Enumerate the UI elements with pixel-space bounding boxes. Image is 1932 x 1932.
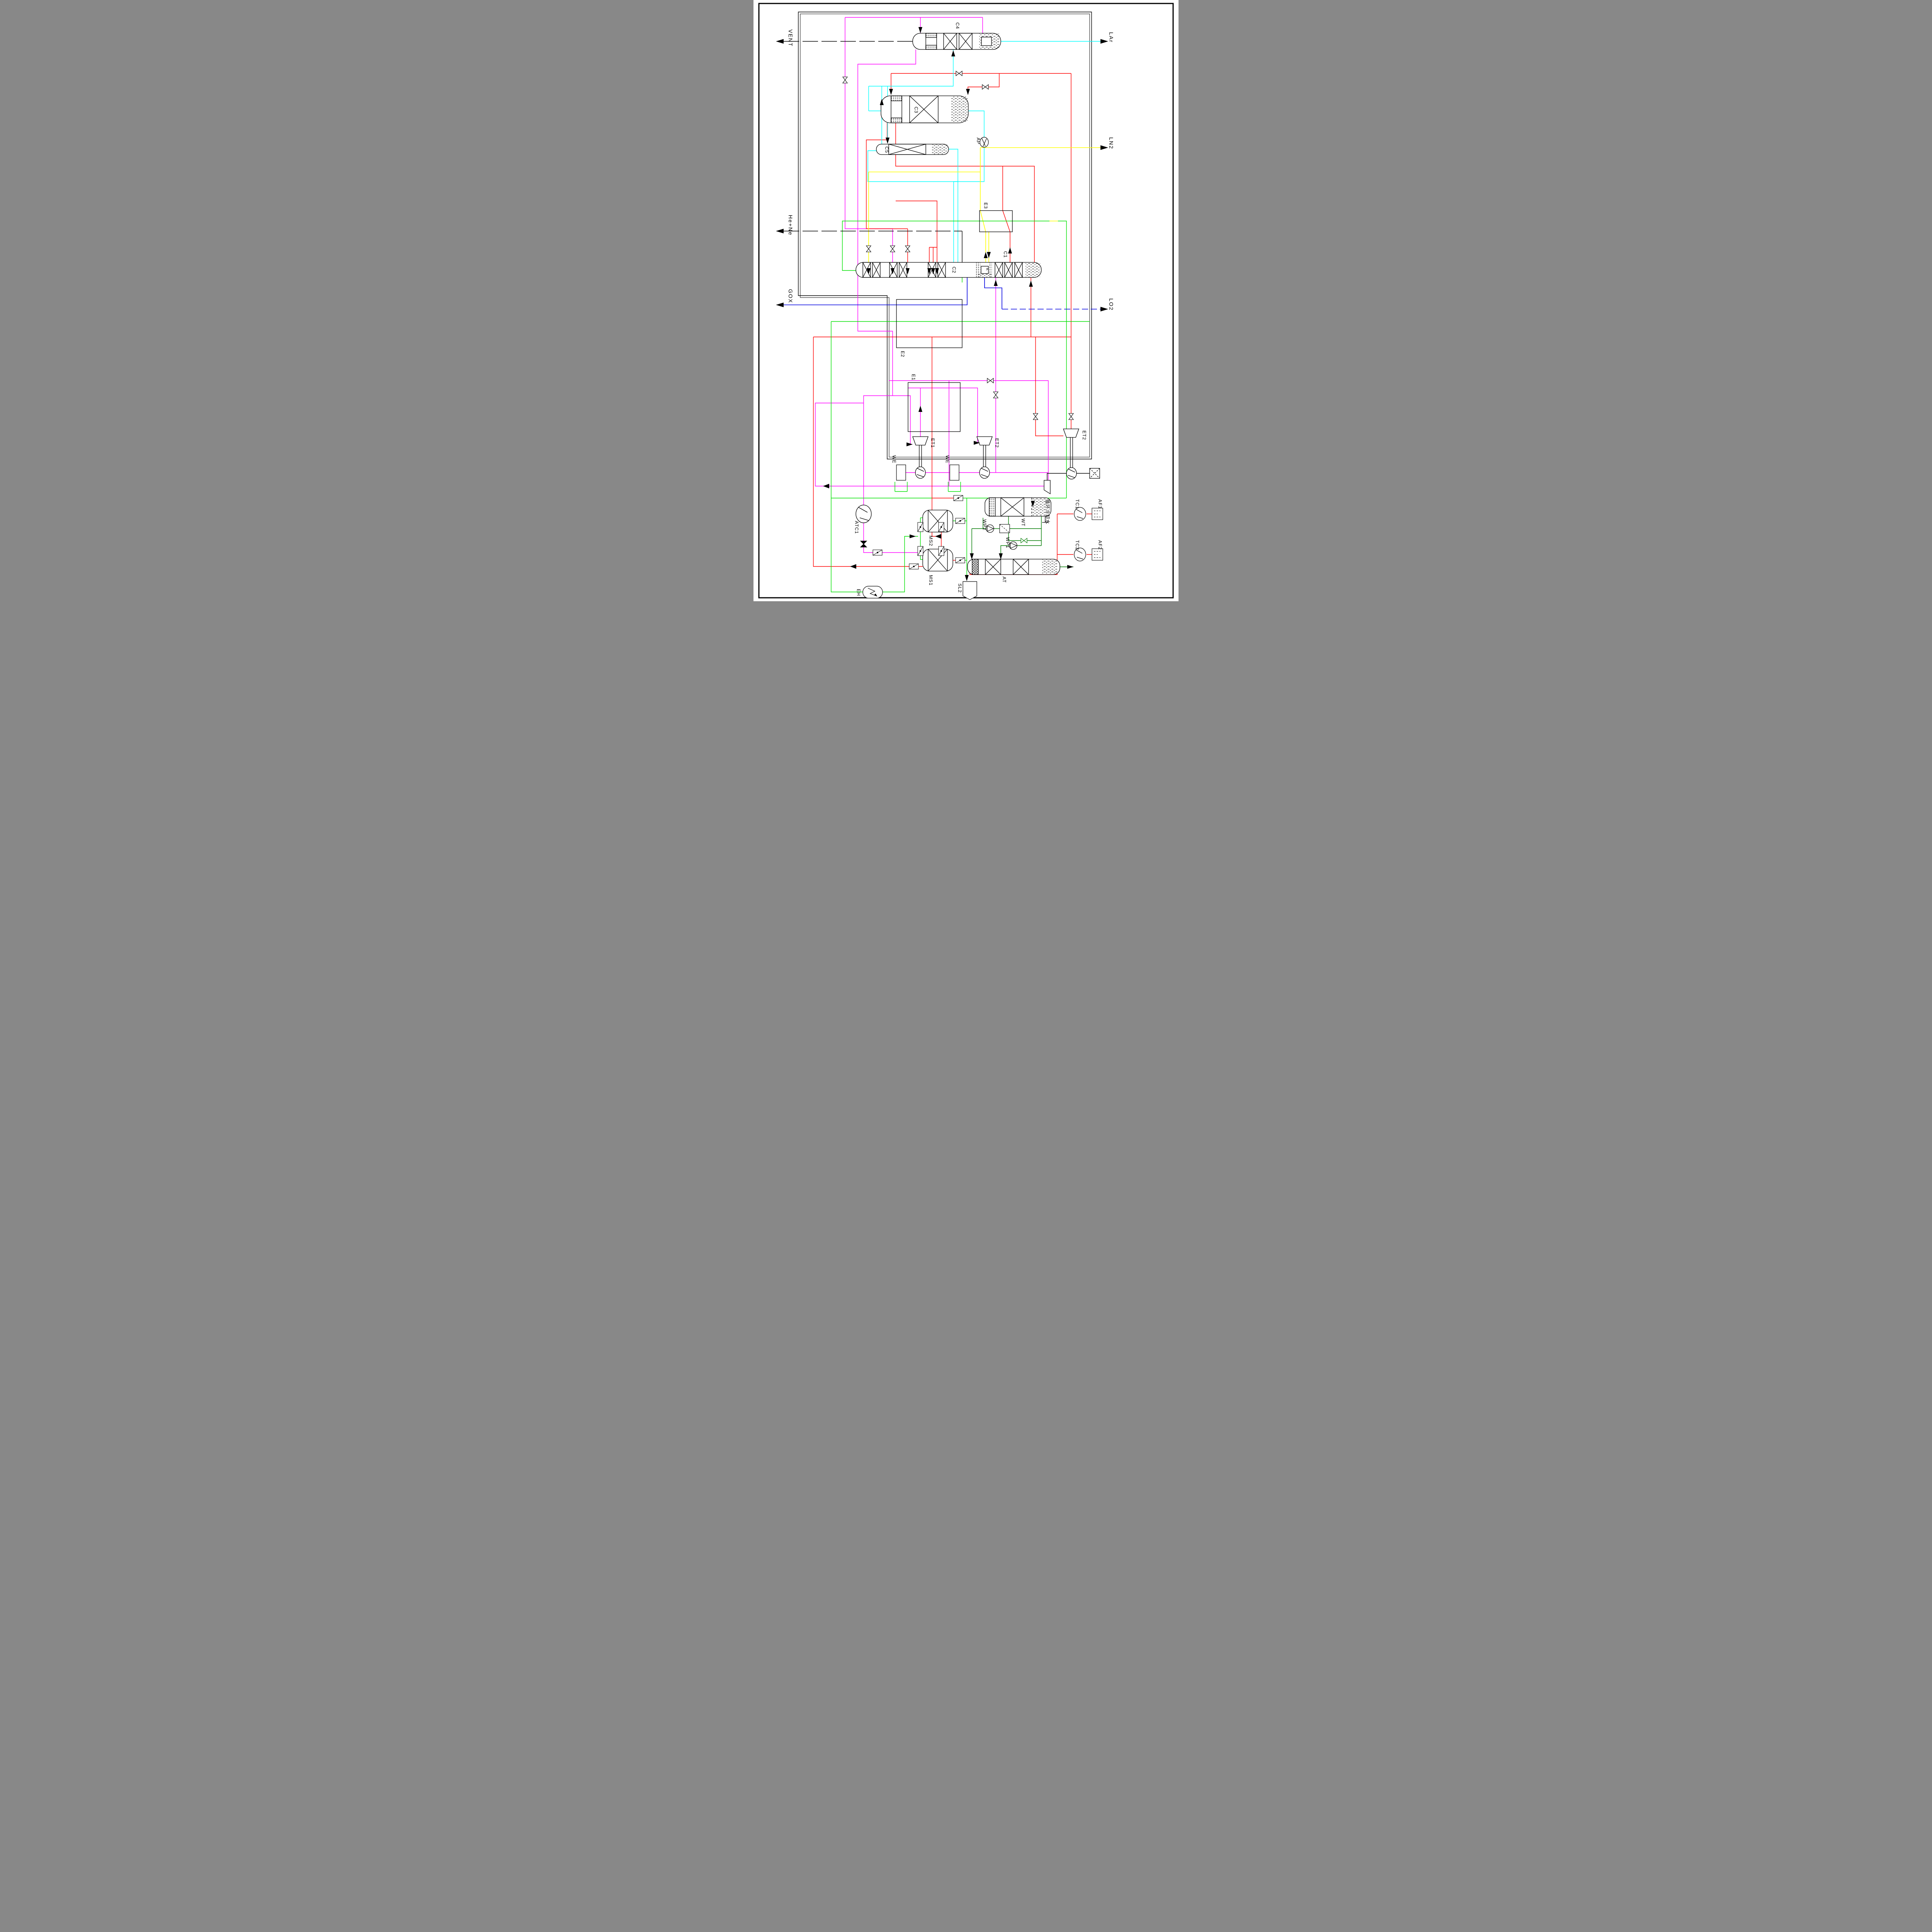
tower-wt (985, 497, 1051, 523)
column-c4 (912, 33, 1001, 50)
label-ms1: MS1 (928, 575, 934, 586)
silencer-sl2 (963, 581, 977, 600)
filter-af1 (1092, 508, 1103, 520)
label-gox: GOX (787, 289, 794, 303)
label-tc1: TC1 (1075, 499, 1080, 509)
label-c2: C2 (951, 267, 957, 273)
label-ap: AP (976, 138, 981, 145)
label-k: K (985, 268, 989, 270)
label-c3: C3 (913, 107, 919, 113)
filter-wp2 (999, 524, 1010, 533)
piping-green (831, 221, 1090, 592)
coldbox-border (798, 12, 1092, 459)
label-et1: ET1 (930, 438, 935, 448)
label-we2: WE (945, 455, 950, 463)
label-af1: AF1 (1097, 499, 1103, 509)
label-wp1: WP1 (1005, 537, 1010, 548)
labels: VENT He+Ne GOX LAr LN2 LO2 C4 C3 C5 C2 C… (787, 22, 1114, 596)
we-brake-2 (949, 464, 959, 481)
compressor-tc1 (1074, 507, 1086, 521)
tower-at (967, 559, 1060, 575)
we-brake-1 (896, 464, 906, 481)
label-vent: VENT (787, 29, 794, 47)
piping-cyan (867, 41, 1100, 274)
expander-et1 (912, 436, 929, 479)
label-cooling-water: 循环冷却水 (1045, 499, 1050, 524)
label-et2b: ET2 (1082, 430, 1087, 440)
column-c5 (876, 144, 949, 155)
box-valves (872, 495, 965, 570)
adsorber-ms1 (922, 549, 953, 571)
valves (842, 70, 1074, 548)
label-sl2: SL2 (957, 583, 963, 593)
exchanger-e3 (979, 210, 1013, 232)
heater-eh (862, 586, 883, 599)
filter-af2 (1092, 548, 1103, 561)
expander-et2 (976, 436, 993, 479)
label-c1: C1 (1003, 251, 1008, 258)
label-tc2: TC2 (1075, 540, 1080, 550)
flow-arrows (776, 27, 1108, 581)
label-e1: E1 (911, 374, 916, 381)
label-et2: ET2 (994, 438, 1000, 448)
label-atc1: ATC1 (854, 521, 859, 534)
expander-et2b (1044, 429, 1100, 495)
label-ms2: MS2 (928, 536, 934, 546)
label-c4: C4 (955, 22, 960, 29)
label-c5: C5 (884, 146, 889, 153)
label-af2: AF2 (1097, 540, 1103, 550)
label-e2: E2 (900, 351, 905, 357)
label-ln2: LN2 (1108, 137, 1114, 150)
label-wp2: WP2 (982, 519, 987, 531)
column-c2-c1 (855, 262, 1042, 278)
label-he-ne: He+Ne (787, 215, 794, 236)
label-at: AT (1002, 577, 1007, 583)
compressor-atc1 (855, 505, 872, 523)
pump-wp2 (986, 524, 994, 533)
label-eh: EH (856, 589, 861, 596)
exchanger-e2 (896, 299, 963, 348)
pump-wp1 (1009, 541, 1017, 550)
label-lo2: LO2 (1108, 298, 1114, 311)
label-lar: LAr (1108, 32, 1114, 43)
piping-yellow (868, 147, 1100, 274)
label-we1: WE (891, 455, 897, 463)
silencer-icon (1044, 480, 1051, 495)
column-c3 (881, 95, 969, 123)
drawing-page: VENT He+Ne GOX LAr LN2 LO2 C4 C3 C5 C2 C… (753, 0, 1179, 601)
compressor-tc2 (1074, 548, 1086, 561)
label-e3: E3 (983, 202, 988, 209)
pid-canvas: VENT He+Ne GOX LAr LN2 LO2 C4 C3 C5 C2 C… (758, 3, 1174, 600)
adsorber-ms2 (922, 510, 953, 532)
piping-blue (784, 277, 1100, 310)
piping-black (784, 41, 1090, 480)
label-wt: WT (1020, 519, 1026, 527)
exchanger-e1 (908, 382, 961, 432)
pump-ap (980, 137, 989, 148)
